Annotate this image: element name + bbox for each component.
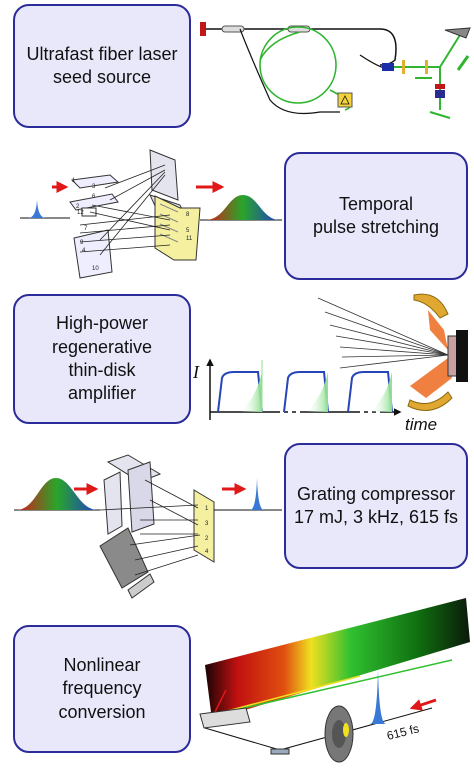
heat-sink [456, 330, 468, 382]
compressor-number-1: 1 [205, 506, 209, 512]
pulse-envelope-2 [283, 371, 329, 413]
compressor-illustration: 1 2 3 4 [14, 454, 282, 599]
stretcher-number-4: 4 [82, 248, 86, 254]
stretcher-number-1: 1 [72, 178, 76, 184]
compressor-box: Grating compressor 17 mJ, 3 kHz, 615 fs [284, 443, 468, 569]
pump-arrow [409, 698, 437, 711]
collimator [382, 63, 394, 71]
beam-fan [317, 297, 449, 369]
nonlinear-illustration: 615 fs [199, 598, 470, 763]
curved-mirror-bottom [407, 391, 453, 411]
compressor-grating-2 [99, 527, 149, 589]
amplifier-label: High-power regenerative thin-disk amplif… [51, 313, 153, 404]
pulse-stretching-label: Temporal pulse stretching [312, 193, 440, 237]
compressor-grating-1 [193, 489, 215, 563]
compressed-pulse [250, 478, 264, 510]
warning-sign-icon [337, 92, 353, 108]
fiber-laser-illustration [200, 22, 471, 119]
time-axis-label: time [405, 415, 437, 434]
amplifier-illustration: I time [192, 293, 468, 434]
pulse-envelope-1 [217, 371, 263, 413]
compressor-number-2: 2 [205, 536, 209, 542]
pulse-duration-label: 615 fs [385, 721, 420, 742]
stretcher-number-6: 6 [92, 194, 96, 200]
stretched-pulse [205, 195, 280, 220]
amplifier-box: High-power regenerative thin-disk amplif… [13, 294, 191, 424]
stretcher-number-12: 12 [77, 210, 84, 216]
fiber-loop [259, 26, 337, 104]
stretcher-illustration: 1 2 3 4 5 6 7 8 9 10 11 12 [20, 149, 282, 279]
pulse-stretching-box: Temporal pulse stretching [284, 152, 468, 280]
stretcher-number-10: 10 [92, 266, 99, 272]
seed-source-label: Ultrafast fiber laser seed source [26, 43, 178, 87]
intensity-axis-label: I [192, 362, 200, 382]
stretcher-number-3: 3 [92, 184, 96, 190]
nonlinear-conversion-label: Nonlinear frequency conversion [58, 654, 146, 722]
stretcher-number-7: 7 [84, 226, 88, 232]
stretcher-number-11: 11 [186, 236, 193, 242]
nonlinear-conversion-box: Nonlinear frequency conversion [13, 625, 191, 753]
prism [199, 707, 251, 729]
chirped-pulse [16, 478, 98, 510]
compressor-number-3: 3 [205, 521, 209, 527]
curved-mirror-top [413, 293, 449, 319]
mirror [270, 748, 290, 755]
stretcher-number-5: 5 [186, 228, 190, 234]
seed-source-box: Ultrafast fiber laser seed source [13, 4, 191, 128]
compressor-label: Grating compressor 17 mJ, 3 kHz, 615 fs [293, 483, 459, 527]
stretcher-number-2: 2 [76, 204, 80, 210]
input-pulse-615 [370, 668, 386, 724]
fiber-end-cap [200, 22, 206, 36]
pulse-envelope-3 [347, 371, 393, 413]
input-pulse [28, 200, 46, 218]
stretcher-number-9: 9 [80, 240, 84, 246]
compressor-number-4: 4 [205, 549, 209, 555]
spectrum-band [205, 598, 470, 720]
stretcher-number-8: 8 [186, 212, 190, 218]
